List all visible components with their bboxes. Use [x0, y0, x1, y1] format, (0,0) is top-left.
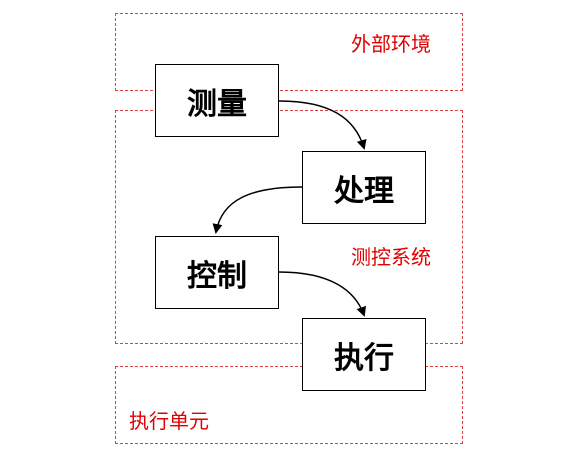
step-label-execute: 执行: [334, 340, 394, 376]
region-label-execution-unit: 执行单元: [129, 409, 209, 433]
step-label-process: 处理: [334, 173, 394, 209]
arrow-process-to-control: [212, 186, 303, 234]
region-label-control-system: 测控系统: [351, 245, 431, 269]
step-label-control: 控制: [187, 258, 247, 294]
arrow-measure-to-process: [278, 100, 367, 150]
step-box-control: 控制: [155, 236, 279, 309]
step-label-measure: 测量: [187, 86, 247, 122]
step-box-measure: 测量: [155, 64, 279, 137]
region-control-system: [115, 110, 463, 344]
step-box-execute: 执行: [302, 318, 426, 391]
region-execution-unit: [115, 366, 463, 444]
arrow-control-to-execute: [278, 271, 366, 317]
step-box-process: 处理: [302, 151, 426, 224]
region-label-external-environment: 外部环境: [351, 32, 431, 56]
region-external-environment: [115, 13, 463, 91]
